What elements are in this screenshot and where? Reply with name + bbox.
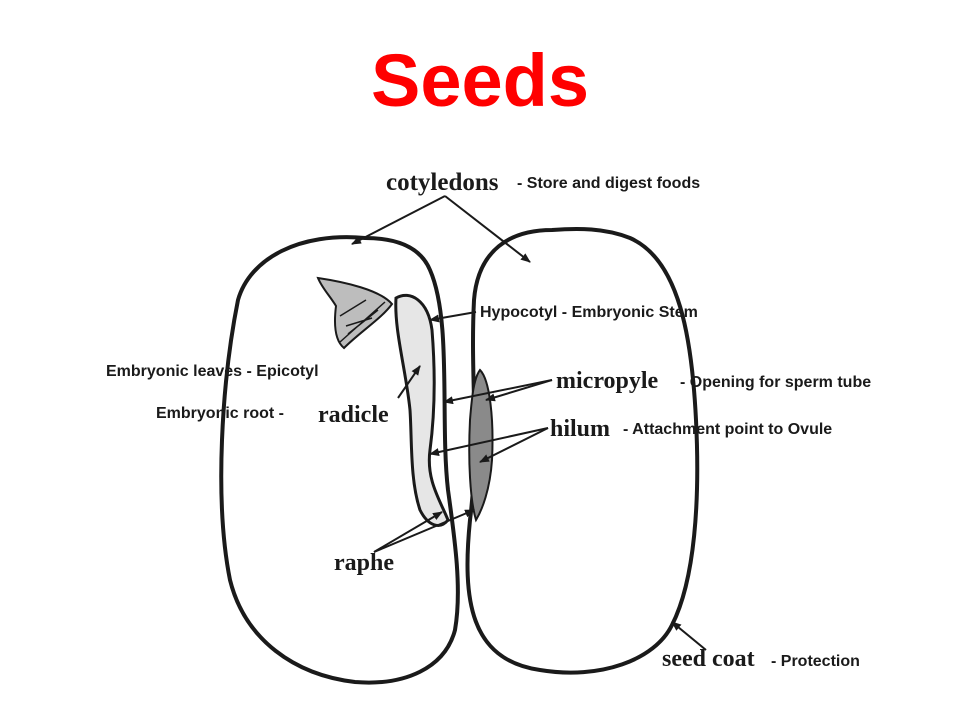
micropyle-arrow-1 xyxy=(443,379,553,405)
annotation-radicle: Embryonic root - xyxy=(156,405,284,422)
raphe-arrow-1 xyxy=(373,511,443,553)
label-seed-coat: seed coat xyxy=(662,646,755,672)
hypocotyl-arrow xyxy=(429,311,477,323)
radicle-arrow xyxy=(397,365,421,399)
left-cotyledon-outline xyxy=(219,235,460,685)
label-cotyledons: cotyledons xyxy=(386,169,499,196)
embryo-axis xyxy=(394,293,450,527)
hilum-tissue xyxy=(468,368,494,523)
cotyledons-arrow-right xyxy=(444,195,531,263)
micropyle-arrow-2 xyxy=(485,379,553,402)
leaf-veins xyxy=(339,299,386,343)
annotation-micropyle: - Opening for sperm tube xyxy=(680,374,871,391)
embryonic-leaves xyxy=(316,276,394,350)
annotation-seed-coat: - Protection xyxy=(771,653,860,670)
annotation-hypocotyl: Hypocotyl - Embryonic Stem xyxy=(480,304,698,321)
cotyledons-arrow-left xyxy=(351,195,446,245)
hilum-arrow-1 xyxy=(429,427,549,456)
label-micropyle: micropyle xyxy=(556,368,659,394)
right-cotyledon-outline xyxy=(465,226,700,675)
annotation-epicotyl: Embryonic leaves - Epicotyl xyxy=(106,363,319,380)
label-radicle: radicle xyxy=(318,402,389,428)
raphe-arrow-2 xyxy=(373,509,475,553)
label-hilum: hilum xyxy=(550,416,610,442)
hilum-arrow-2 xyxy=(479,427,549,463)
seed-coat-arrow xyxy=(671,621,707,651)
label-raphe: raphe xyxy=(334,550,394,576)
annotation-cotyledons: - Store and digest foods xyxy=(517,175,700,192)
annotation-hilum: - Attachment point to Ovule xyxy=(623,421,832,438)
slide-title: Seeds xyxy=(370,39,590,122)
